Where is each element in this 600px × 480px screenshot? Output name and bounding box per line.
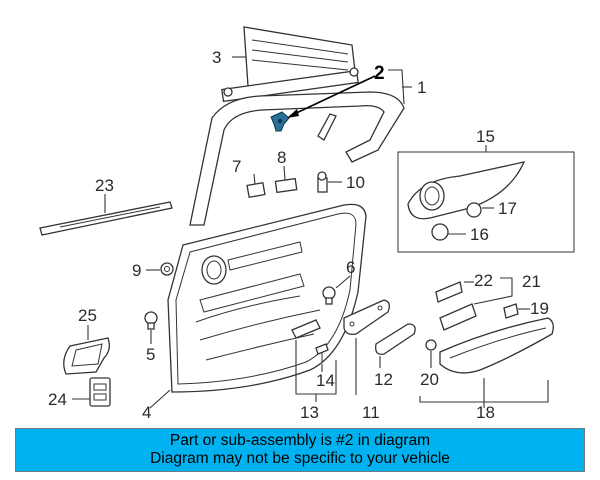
part-25-handle-bracket[interactable] <box>63 337 110 375</box>
part-18-armrest[interactable] <box>439 317 554 374</box>
part-24-switch[interactable] <box>89 377 111 407</box>
part-1-window-frame-trim[interactable] <box>189 91 405 226</box>
callout-2: 2 <box>374 63 385 84</box>
callout-18: 18 <box>476 403 495 422</box>
callout-9: 9 <box>132 261 141 280</box>
callout-20: 20 <box>420 370 439 389</box>
part-23-weatherstrip[interactable] <box>39 201 173 236</box>
part-15-speaker-group[interactable] <box>397 151 575 253</box>
part-10-plug[interactable] <box>317 171 328 193</box>
part-4-door-trim-panel[interactable] <box>167 203 367 393</box>
callout-13: 13 <box>300 403 319 422</box>
callout-11: 11 <box>362 403 380 422</box>
callout-1: 1 <box>417 78 426 97</box>
part-9-push-clip[interactable] <box>160 262 174 276</box>
part-3-sunshade[interactable] <box>221 26 359 103</box>
part-6-clip[interactable] <box>322 286 336 305</box>
callout-19: 19 <box>530 299 549 318</box>
callout-4: 4 <box>142 403 151 422</box>
callout-21: 21 <box>522 272 541 291</box>
part-14-screw[interactable] <box>315 343 329 362</box>
callout-3: 3 <box>212 48 221 67</box>
callout-25: 25 <box>78 306 97 325</box>
callout-12: 12 <box>374 370 393 389</box>
part-2-clip[interactable] <box>270 111 290 132</box>
callout-23: 23 <box>95 176 114 195</box>
part-11-inner-handle[interactable] <box>343 299 390 336</box>
info-banner: Part or sub-assembly is #2 in diagram Di… <box>15 428 585 472</box>
callout-10: 10 <box>346 173 365 192</box>
callout-24: 24 <box>48 390 67 409</box>
callout-15: 15 <box>476 127 495 146</box>
callout-17: 17 <box>498 199 517 218</box>
banner-line-1: Part or sub-assembly is #2 in diagram <box>169 432 431 449</box>
callout-7: 7 <box>232 157 241 176</box>
part-20-plug[interactable] <box>425 339 437 351</box>
callout-14: 14 <box>316 371 335 390</box>
banner-line-2: Diagram may not be specific to your vehi… <box>150 450 450 467</box>
callout-8: 8 <box>277 148 286 167</box>
part-19-cap[interactable] <box>503 303 519 319</box>
part-12-pull-cup[interactable] <box>375 323 416 355</box>
callout-5: 5 <box>146 345 155 364</box>
part-22-window-switch[interactable] <box>435 281 463 303</box>
callout-22: 22 <box>474 271 493 290</box>
part-13-switch-bezel[interactable] <box>291 319 321 339</box>
part-21-window-switch-panel[interactable] <box>439 303 477 331</box>
part-5-clip[interactable] <box>144 311 158 330</box>
part-7-clip[interactable] <box>246 181 266 199</box>
callout-6: 6 <box>346 258 355 277</box>
part-8-clip[interactable] <box>274 177 298 194</box>
callout-16: 16 <box>470 225 489 244</box>
